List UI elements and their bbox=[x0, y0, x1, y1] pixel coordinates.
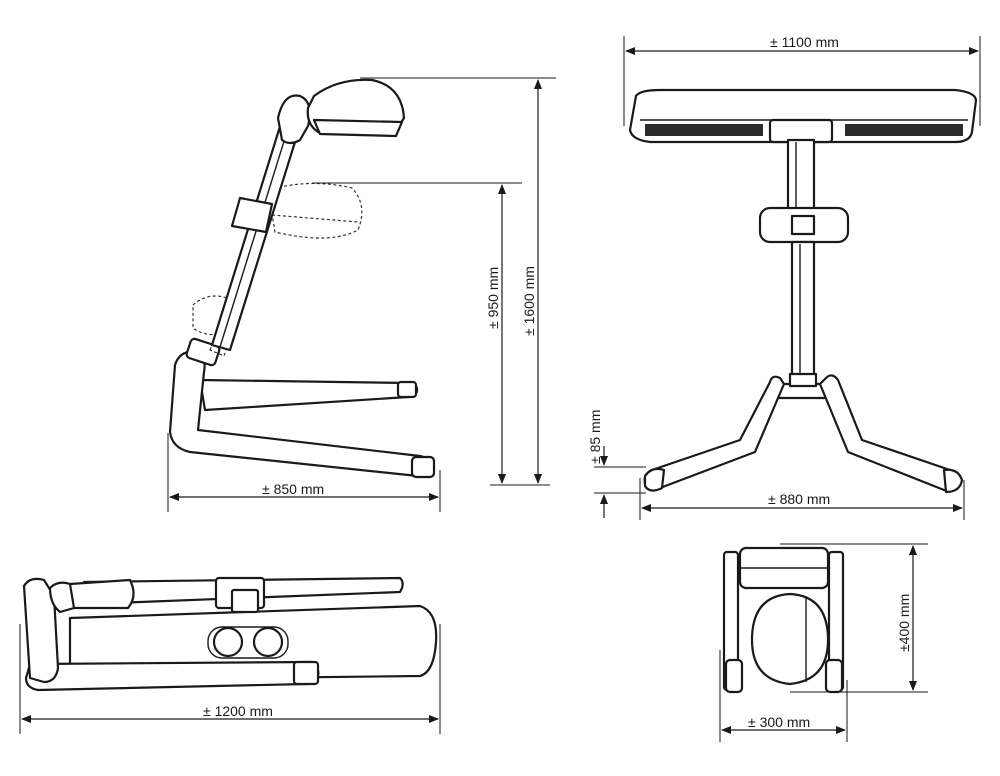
front-width-label: ± 1100 mm bbox=[770, 34, 839, 50]
side-collar bbox=[230, 196, 274, 234]
side-dimensions: ± 850 mm ± 1600 mm ± 950 mm bbox=[167, 77, 556, 512]
side-front-foot bbox=[410, 455, 436, 479]
side-column bbox=[210, 118, 302, 352]
folded-side-dimensions: ± 1200 mm bbox=[19, 624, 441, 734]
front-dimensions: ± 1100 mm ± 880 mm ± 85 mm bbox=[587, 34, 981, 520]
front-base-width-label: ± 880 mm bbox=[768, 491, 830, 507]
folded-top-width-label: ± 300 mm bbox=[748, 714, 810, 730]
front-view bbox=[628, 88, 978, 494]
side-rear-leg bbox=[198, 378, 419, 412]
folded-top-view bbox=[722, 546, 845, 694]
folded-dome bbox=[750, 592, 830, 686]
front-base-height-label: ± 85 mm bbox=[587, 410, 603, 464]
folded-top-height-label: ±400 mm bbox=[896, 594, 912, 652]
front-right-leg bbox=[818, 374, 962, 493]
front-upper-column bbox=[786, 138, 816, 214]
side-rear-foot bbox=[396, 380, 418, 399]
folded-length-label: ± 1200 mm bbox=[203, 703, 273, 719]
side-view bbox=[168, 78, 436, 479]
folded-top-dimensions: ±400 mm ± 300 mm bbox=[719, 543, 928, 742]
side-width-label: ± 850 mm bbox=[262, 481, 324, 497]
front-lower-column bbox=[790, 240, 816, 380]
folded-head bbox=[66, 578, 135, 610]
side-min-height-label: ± 950 mm bbox=[485, 267, 501, 329]
front-left-leg bbox=[643, 375, 786, 491]
folded-bottom-arm bbox=[24, 660, 320, 692]
side-max-height-label: ± 1600 mm bbox=[521, 266, 537, 336]
side-top-arm bbox=[276, 94, 311, 145]
side-main-leg bbox=[168, 350, 435, 478]
folded-side-view bbox=[22, 576, 438, 692]
folded-bracket bbox=[22, 577, 60, 684]
